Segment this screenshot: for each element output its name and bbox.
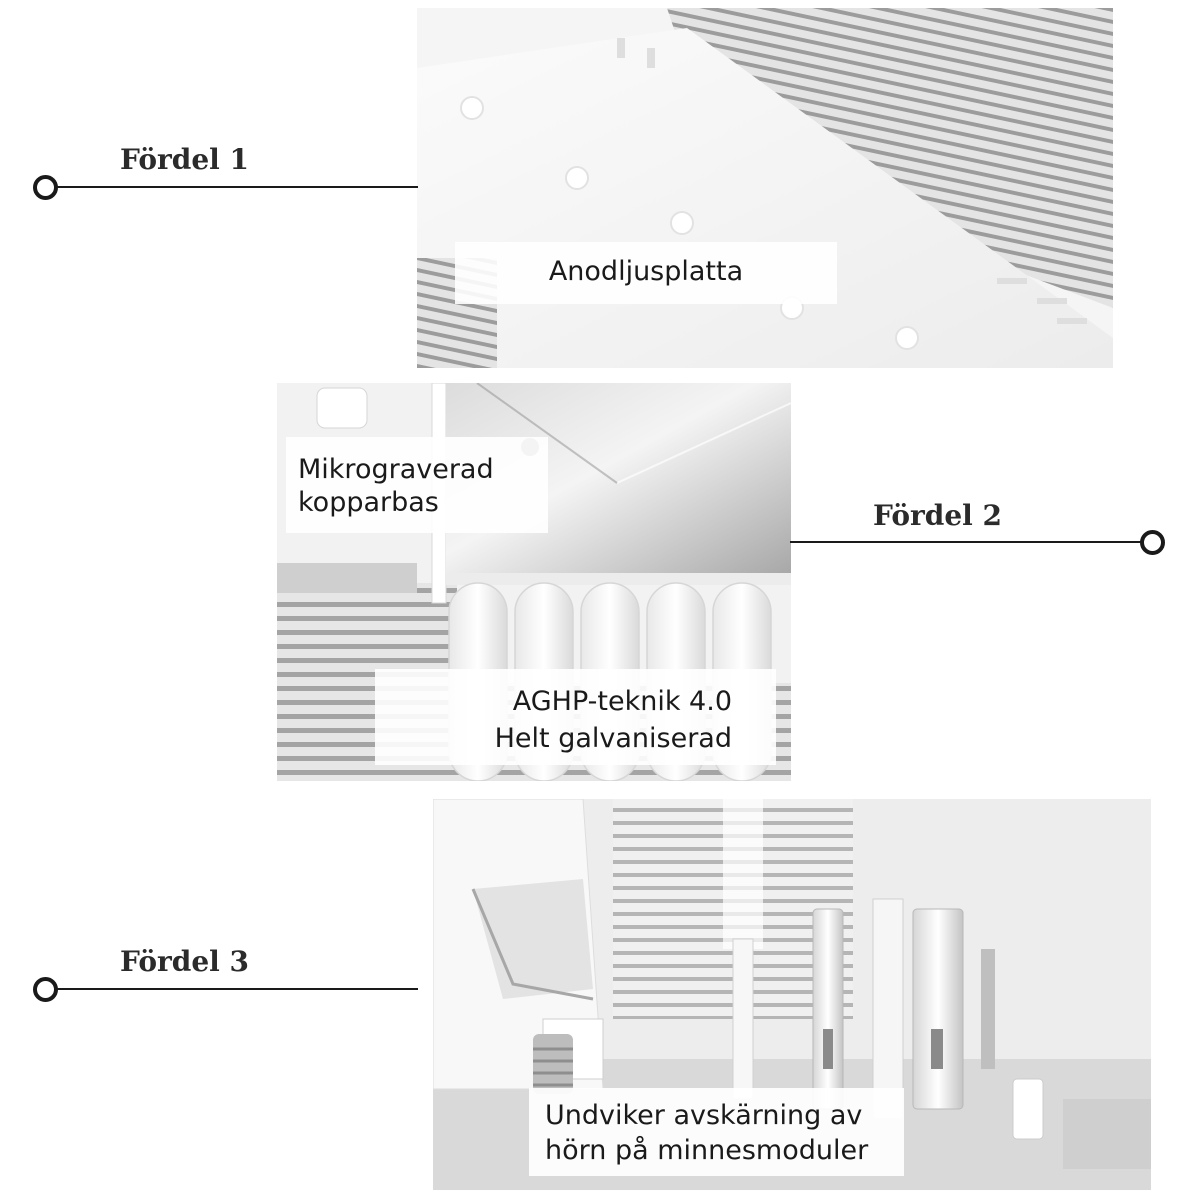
leader-line-3 [46,988,418,990]
caption-line: Mikrograverad [298,454,494,485]
heatsink-top-illustration [417,8,1113,368]
caption-memory-clearance: Undviker avskärning av hörn på minnesmod… [529,1088,904,1176]
leader-dot-icon [33,977,58,1002]
advantage-3-label: Fördel 3 [120,945,250,978]
caption-line: Anodljusplatta [548,256,744,287]
leader-line-1 [46,186,418,188]
caption-aghp: AGHP-teknik 4.0 Helt galvaniserad [375,669,776,765]
leader-dot-icon [33,175,58,200]
caption-copper-base: Mikrograverad kopparbas [286,437,548,533]
advantage-2-label: Fördel 2 [873,499,1003,532]
caption-line: Undviker avskärning av [545,1100,863,1131]
caption-line: AGHP-teknik 4.0 [512,686,732,717]
advantage-1-label: Fördel 1 [120,143,250,176]
caption-anode-plate: Anodljusplatta [455,242,837,304]
caption-line: Helt galvaniserad [494,723,732,754]
photo-anode-plate [417,8,1113,368]
leader-line-2 [790,541,1152,543]
caption-line: kopparbas [298,487,439,518]
caption-line: hörn på minnesmoduler [545,1135,869,1166]
leader-dot-icon [1140,530,1165,555]
